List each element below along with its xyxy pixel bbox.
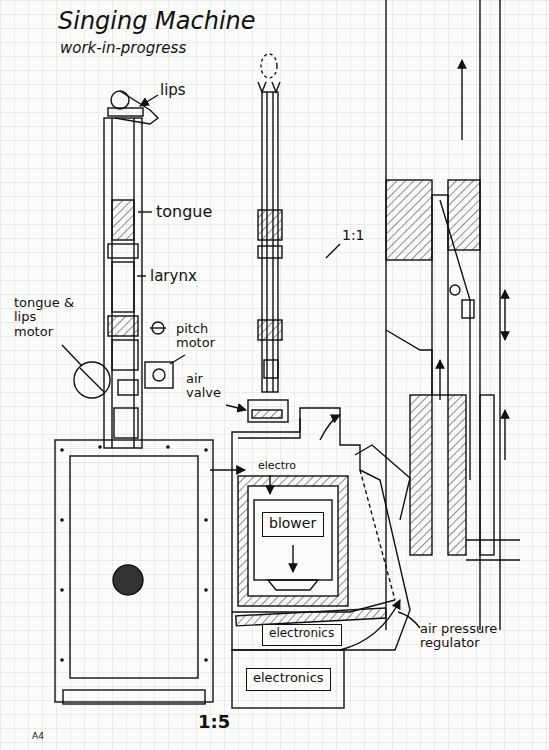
scale-label: 1:5	[198, 712, 230, 732]
part-label: electronics	[253, 671, 324, 686]
part-label: electro	[258, 460, 296, 472]
part-label: tongue & lips motor	[14, 296, 76, 339]
part-box: electronics	[246, 668, 331, 691]
part-label: blower	[269, 515, 317, 531]
scale-label: 1:1	[342, 228, 365, 243]
part-label: tongue	[156, 203, 212, 221]
subtitle: work-in-progress	[60, 40, 186, 57]
part-label: air pressure regulator	[420, 622, 500, 651]
footer-note: A4	[32, 732, 44, 742]
part-box: blower	[262, 512, 324, 537]
part-label: air valve	[186, 372, 226, 401]
part-label: larynx	[150, 268, 197, 285]
part-label: lips	[160, 82, 186, 99]
part-label: electronics	[269, 627, 335, 641]
title: Singing Machine	[58, 8, 256, 34]
part-box: electronics	[262, 624, 342, 646]
part-label: pitch motor	[176, 322, 226, 351]
